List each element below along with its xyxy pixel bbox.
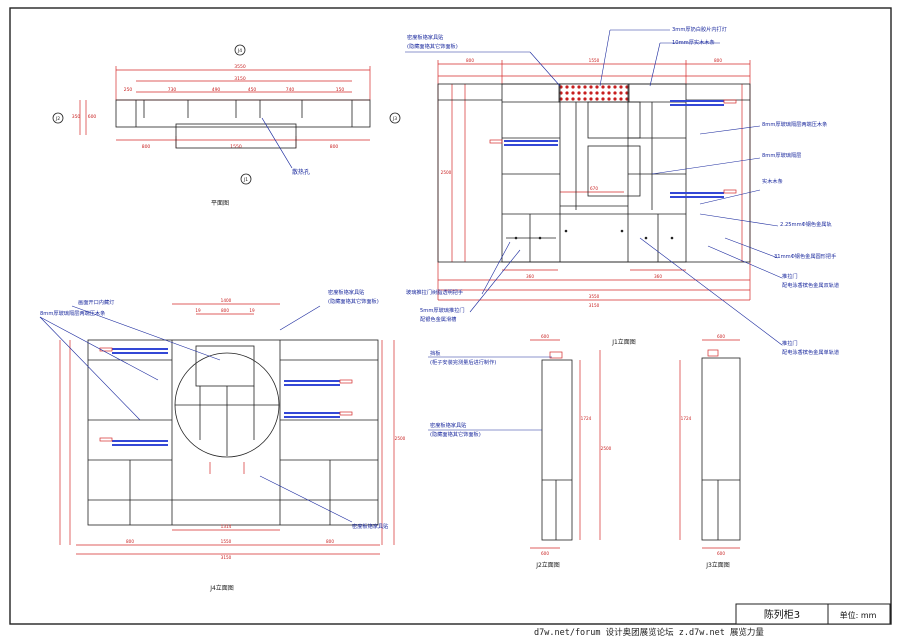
j4-label: 8mm厚玻璃隔层两端压木条 (40, 309, 105, 317)
j1-label: 实木木条 (762, 177, 783, 185)
j3-dim-height: 1724 (681, 416, 692, 421)
j1-dim-top: 800 (466, 58, 474, 63)
glass-shelf (504, 140, 558, 148)
marker-label: J4 (237, 48, 242, 54)
plan-dim-seg: 250 (124, 87, 133, 93)
j2-dim-bottom: 600 (541, 551, 549, 556)
j4-dim-height: 2500 (395, 436, 406, 441)
j1-label: 推拉门 (782, 339, 798, 347)
plan-view: 3550 3150 250 730 490 450 740 150 800 15… (52, 44, 401, 207)
j1-dim-height: 2500 (441, 170, 452, 175)
title-block: 陈列柜3 单位: mm (735, 603, 891, 625)
sheet-border (9, 7, 892, 625)
glass-shelf (670, 190, 724, 198)
glass-shelf (284, 380, 340, 388)
glass-shelf (112, 438, 168, 446)
j1-title: J1立面图 (611, 338, 636, 346)
j2-label: (隐藏面铬其它饰面板) (430, 430, 481, 438)
drawing-unit: 单位: mm (840, 610, 877, 620)
j1-label: (隐藏面铬其它饰面板) (407, 42, 458, 50)
plan-dim-seg: 150 (336, 87, 345, 93)
j1-label: 2.25mmΦ钢色金属轨 (780, 220, 832, 228)
plan-dim-bottom: 800 (142, 144, 151, 150)
j4-dim-span: 800 (126, 539, 134, 544)
j4-label: 密度板铬家具贴 (328, 288, 364, 296)
plan-marker-j3: J3 (389, 112, 401, 124)
plan-dim-bottom: 1550 (230, 144, 242, 150)
plan-dim-inner: 3150 (234, 76, 246, 82)
plan-dim-seg: 450 (248, 87, 257, 93)
j3-dim-top: 600 (717, 334, 725, 339)
j2-dim-height: 1724 (581, 416, 592, 421)
watermark: d7w.net/forum 设计奥团展览论坛 z.d7w.net 展览力量 (534, 627, 764, 638)
j1-label: 配电泳香槟色金属单轨道 (782, 348, 839, 356)
j2-label: 挡板 (430, 349, 441, 357)
j1-label: 配电泳香槟色金属双轨道 (782, 281, 839, 289)
j2-dim-top: 600 (541, 334, 549, 339)
j2-title: J2立面图 (535, 561, 560, 569)
j4-dim-top: 1400 (221, 298, 232, 303)
j1-dim-total: 3550 (589, 294, 600, 299)
j1-dim-top: 800 (714, 58, 722, 63)
j1-dim-lower: 360 (526, 274, 534, 279)
marker-label: J2 (55, 116, 60, 122)
j4-label: (隐藏面铬其它饰面板) (328, 297, 379, 305)
j1-dim-inner: 3150 (589, 303, 600, 308)
j2-dim-total: 2500 (601, 446, 612, 451)
plan-dim-depth: 600 (88, 114, 97, 120)
plan-marker-j4: J4 (234, 44, 246, 56)
j4-dim-sub: 800 (221, 308, 229, 313)
j3-dim-bottom: 600 (717, 551, 725, 556)
plan-dim-depth: 350 (72, 114, 81, 120)
plan-dim-total: 3550 (234, 64, 246, 70)
j1-label: 10mm厚实木木条 (672, 38, 715, 46)
j4-dim-bottom: 1314 (221, 524, 232, 529)
plan-marker-j1: J1 (240, 173, 252, 185)
j4-title: J4立面图 (209, 584, 234, 592)
plan-dim-seg: 490 (212, 87, 221, 93)
j1-label: 5mm厚玻璃推拉门 (420, 306, 465, 314)
j2-label: (柜子安装完测量后进行制作) (430, 358, 496, 366)
plan-dim-seg: 740 (286, 87, 295, 93)
j1-label: 推拉门 (782, 272, 798, 280)
j4-dim-sub: 19 (195, 308, 201, 313)
j1-label: 3mm厚奶白胶片内打灯 (672, 25, 727, 33)
j1-label: 31mmΦ钢色金属圆形把手 (774, 252, 836, 260)
j1-label: 8mm厚玻璃隔层两端压木条 (762, 120, 827, 128)
drawing-name: 陈列柜3 (764, 608, 800, 621)
plan-dim-bottom: 800 (330, 144, 339, 150)
j1-label: 8mm厚玻璃隔层 (762, 151, 801, 159)
glass-shelf (284, 412, 340, 420)
plan-marker-j2: J2 (52, 112, 64, 124)
plan-vent-note: 散热孔 (292, 168, 310, 176)
j3-elevation: 600 600 1724 J3立面图 (679, 334, 741, 569)
j1-label: 玻璃推拉门树脂透明把手 (406, 288, 463, 296)
j2-elevation: 600 600 1724 2500 挡板 (柜子安装完测量后进行制作) 密度板铬… (428, 334, 612, 569)
j1-dim-lower: 360 (654, 274, 662, 279)
plan-dim-seg: 730 (168, 87, 177, 93)
j1-label: 密度板铬家具贴 (407, 33, 443, 41)
j4-elevation: 1400 19 800 19 1314 800 1550 800 3150 25… (39, 288, 406, 592)
marker-label: J1 (243, 177, 248, 183)
j4-label: 密度板铬家具贴 (352, 522, 388, 530)
j1-dim-mid: 670 (590, 186, 598, 191)
j2-label: 密度板铬家具贴 (430, 421, 466, 429)
marker-label: J3 (392, 116, 397, 122)
glass-shelf (670, 100, 724, 108)
j4-dim-span: 800 (326, 539, 334, 544)
glass-shelf (112, 348, 168, 356)
j1-label: 配银色金属滑槽 (420, 315, 456, 323)
j1-elevation: 800 1550 800 3550 3150 2500 670 360 360 (405, 25, 839, 356)
j3-title: J3立面图 (705, 561, 730, 569)
j4-dim-total: 3150 (221, 555, 232, 560)
j1-dim-top: 1550 (589, 58, 600, 63)
j4-dim-sub: 19 (249, 308, 255, 313)
j4-label: 画面开口内藏灯 (78, 298, 114, 306)
j4-dim-span: 1550 (221, 539, 232, 544)
plan-title: 平面图 (211, 200, 229, 207)
